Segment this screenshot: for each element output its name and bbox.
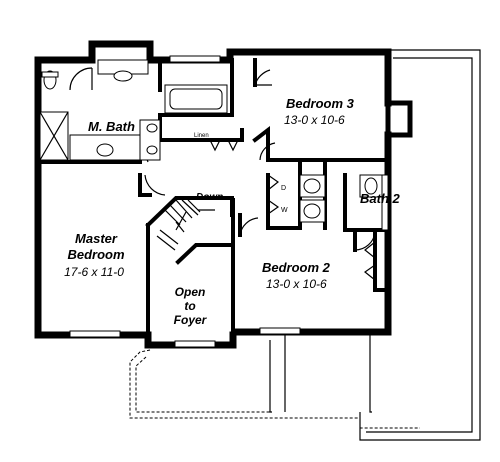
open-to-foyer-line1: Open xyxy=(175,285,206,299)
master-bedroom-label-line1: Master xyxy=(75,231,118,246)
master-bedroom-size: 17-6 x 11-0 xyxy=(64,265,124,279)
roof-outline xyxy=(129,49,481,441)
master-bedroom-label-line2: Bedroom xyxy=(67,247,125,262)
bath2-label: Bath 2 xyxy=(360,191,401,206)
dryer-label: D xyxy=(281,185,286,192)
bedroom3-label: Bedroom 3 xyxy=(286,96,355,111)
open-to-foyer-line2: to xyxy=(184,299,195,313)
bedroom2-label: Bedroom 2 xyxy=(262,260,331,275)
fixtures xyxy=(39,55,389,348)
washer-label: W xyxy=(281,207,288,214)
stairs-down-label: Down xyxy=(196,192,223,203)
bedroom3-size: 13-0 x 10-6 xyxy=(284,113,345,127)
bay-bump xyxy=(385,100,413,138)
open-to-foyer-line3: Foyer xyxy=(174,313,208,327)
linen-label: Linen xyxy=(194,133,209,139)
master-bath-label: M. Bath xyxy=(88,119,135,134)
staircase xyxy=(156,199,215,251)
bedroom2-size: 13-0 x 10-6 xyxy=(266,277,327,291)
